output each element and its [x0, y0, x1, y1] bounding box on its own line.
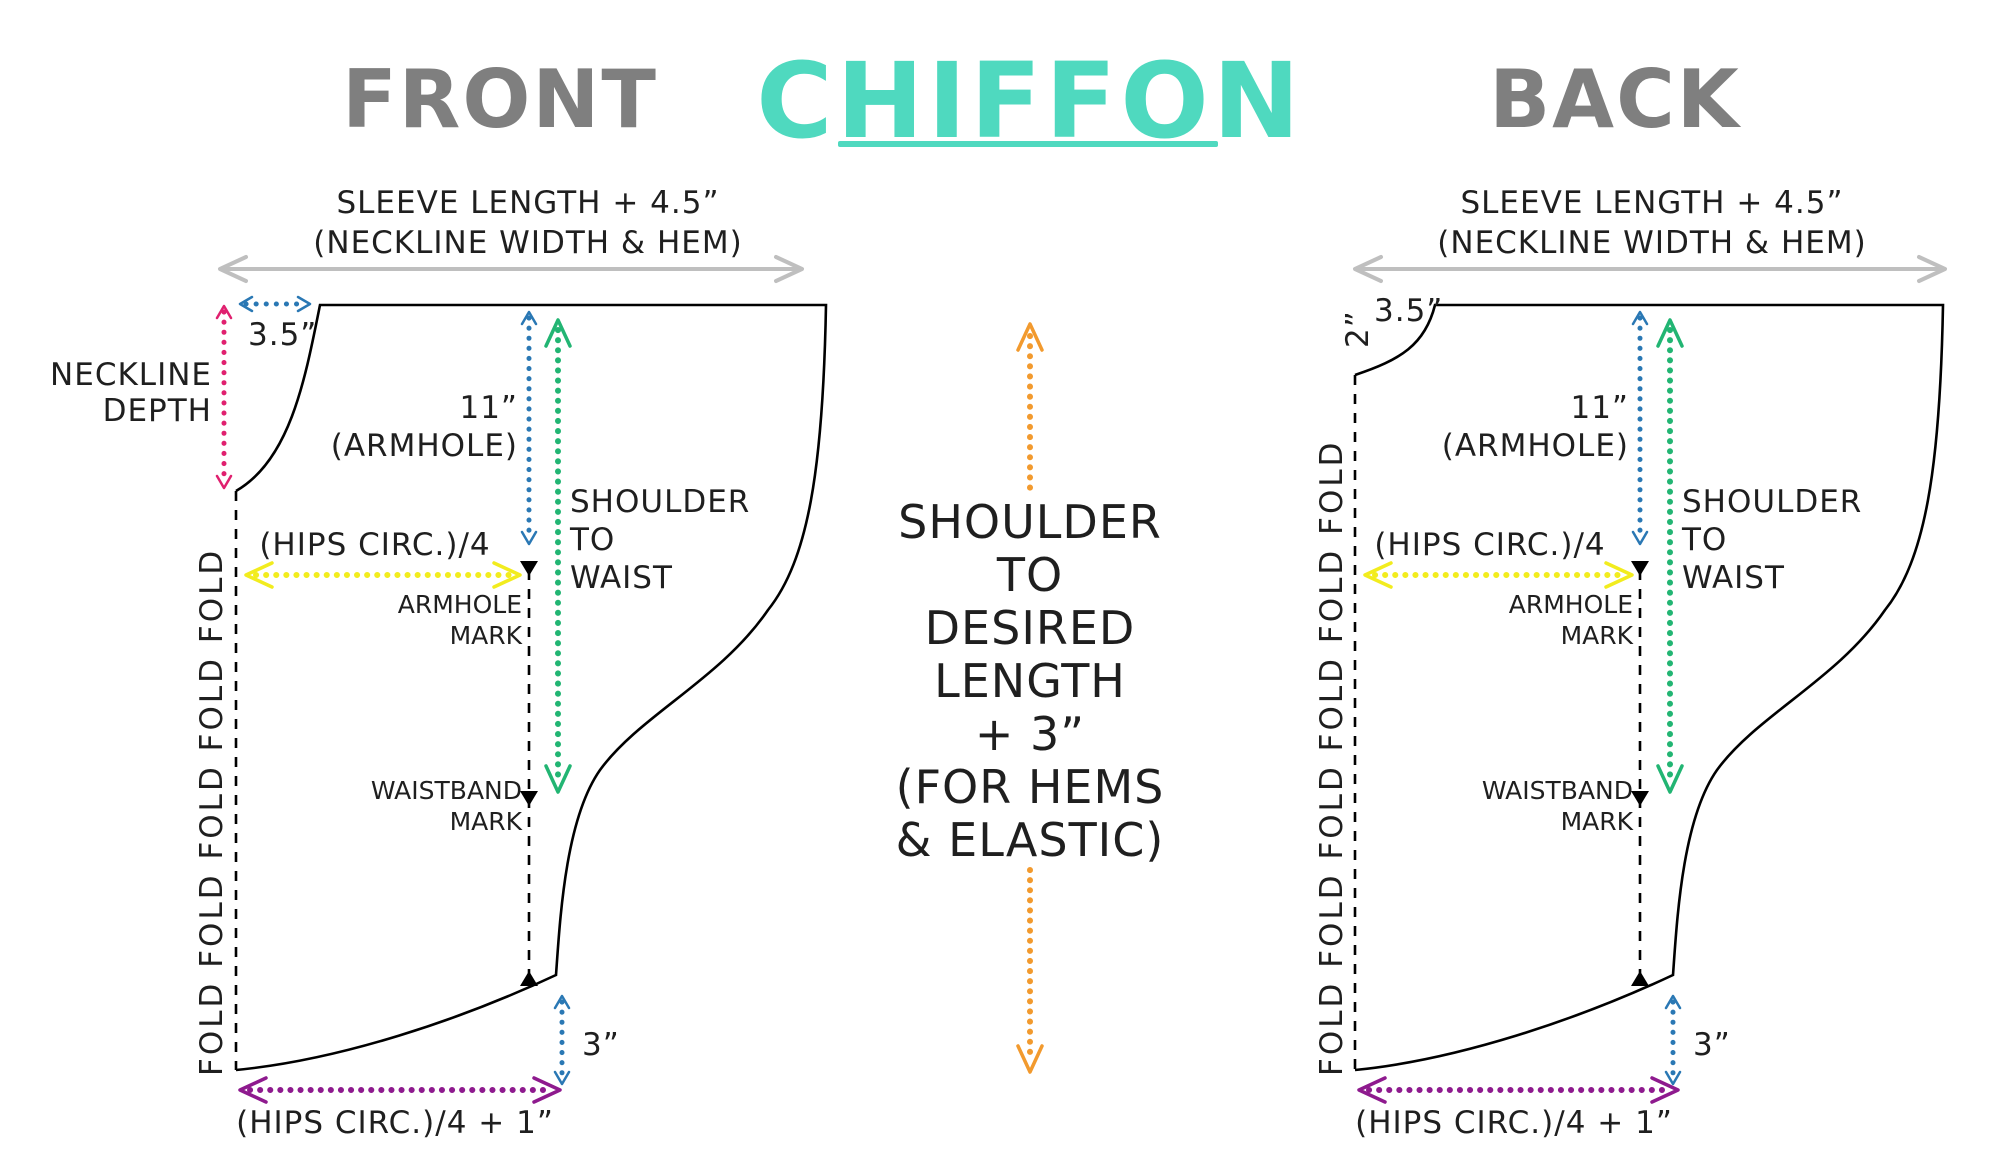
center-label-line4: LENGTH	[934, 654, 1126, 708]
back-hem-mark	[1631, 971, 1649, 986]
front-hem-mark	[520, 971, 538, 986]
center-bottom-arrow	[1016, 867, 1044, 1074]
front-neck-depth-label-line1: NECKLINE	[50, 357, 212, 393]
back-neck-width-label: 3.5”	[1374, 293, 1443, 329]
back-armhole-label-line2: (ARMHOLE)	[1442, 428, 1629, 464]
front-waistband-mark-label-line2: MARK	[450, 807, 523, 836]
front-hips-bottom-arrow	[238, 1076, 562, 1104]
back-shoulder-label-line3: WAIST	[1682, 560, 1785, 596]
back-waistband-mark	[1631, 791, 1649, 806]
front-armhole-label-line1: 11”	[459, 390, 518, 426]
back-piece: SLEEVE LENGTH + 4.5” (NECKLINE WIDTH & H…	[1314, 185, 1947, 1141]
center-label-line2: TO	[996, 548, 1063, 602]
front-piece: SLEEVE LENGTH + 4.5” (NECKLINE WIDTH & H…	[50, 185, 828, 1141]
back-hips-arrow	[1363, 561, 1634, 589]
back-outline	[1354, 303, 1945, 1072]
center-label-line7: & ELASTIC)	[896, 813, 1165, 867]
back-shoulder-waist-arrow	[1656, 318, 1684, 794]
front-fold-label: FOLD FOLD FOLD FOLD FOLD	[194, 548, 230, 1076]
front-armhole-mark-label-line2: MARK	[450, 621, 523, 650]
front-hem-arrow	[553, 994, 571, 1086]
front-armhole-mark	[520, 561, 538, 576]
back-hips-bottom-arrow	[1357, 1076, 1680, 1104]
back-header: BACK	[1489, 53, 1742, 146]
back-hem-arrow	[1664, 994, 1682, 1086]
front-hips-arrow	[244, 561, 522, 589]
back-armhole-mark	[1631, 561, 1649, 576]
center-top-arrow	[1016, 322, 1044, 493]
front-neck-depth-label-line2: DEPTH	[103, 393, 212, 429]
back-waistband-mark-label-line2: MARK	[1561, 807, 1634, 836]
front-armhole-label-line2: (ARMHOLE)	[331, 428, 518, 464]
back-hips-bottom-label: (HIPS CIRC.)/4 + 1”	[1355, 1105, 1673, 1141]
back-hips-label: (HIPS CIRC.)/4	[1374, 527, 1605, 563]
front-neck-width-label: 3.5”	[248, 317, 317, 353]
back-hem-label: 3”	[1693, 1027, 1731, 1063]
center-label-line6: (FOR HEMS	[896, 760, 1165, 814]
front-armhole-arrow	[520, 310, 538, 546]
back-sleeve-label-line1: SLEEVE LENGTH + 4.5”	[1460, 185, 1843, 221]
front-hem-label: 3”	[582, 1027, 620, 1063]
center-label-line3: DESIRED	[925, 601, 1136, 655]
back-armhole-mark-label-line2: MARK	[1561, 621, 1634, 650]
front-hips-label: (HIPS CIRC.)/4	[259, 527, 490, 563]
front-neck-depth-arrow	[215, 304, 233, 490]
front-sleeve-arrow	[218, 255, 804, 283]
center-label-line1: SHOULDER	[898, 495, 1162, 549]
front-shoulder-label-line3: WAIST	[570, 560, 673, 596]
back-armhole-arrow	[1631, 310, 1649, 546]
front-waistband-mark	[520, 791, 538, 806]
back-shoulder-label-line2: TO	[1681, 522, 1727, 558]
back-fold-label: FOLD FOLD FOLD FOLD FOLD FOLD	[1314, 439, 1350, 1076]
front-sleeve-label-line1: SLEEVE LENGTH + 4.5”	[336, 185, 719, 221]
back-armhole-mark-label-line1: ARMHOLE	[1509, 590, 1633, 619]
back-sleeve-label-line2: (NECKLINE WIDTH & HEM)	[1437, 225, 1866, 261]
center-label-line5: + 3”	[975, 707, 1085, 761]
front-sleeve-label-line2: (NECKLINE WIDTH & HEM)	[313, 225, 742, 261]
back-sleeve-arrow	[1353, 255, 1947, 283]
front-header: FRONT	[342, 53, 658, 146]
front-neck-width-arrow	[238, 295, 312, 313]
front-armhole-mark-label-line1: ARMHOLE	[398, 590, 522, 619]
back-neck-depth-label: 2”	[1340, 310, 1376, 348]
title-underline	[838, 141, 1218, 147]
front-shoulder-label-line1: SHOULDER	[570, 484, 750, 520]
front-shoulder-waist-arrow	[544, 318, 572, 794]
front-outline	[235, 303, 828, 1072]
center-length-note: SHOULDER TO DESIRED LENGTH + 3” (FOR HEM…	[896, 322, 1165, 1074]
front-shoulder-label-line2: TO	[569, 522, 615, 558]
front-hips-bottom-label: (HIPS CIRC.)/4 + 1”	[236, 1105, 554, 1141]
back-waistband-mark-label-line1: WAISTBAND	[1482, 776, 1633, 805]
back-shoulder-label-line1: SHOULDER	[1682, 484, 1862, 520]
front-waistband-mark-label-line1: WAISTBAND	[371, 776, 522, 805]
back-armhole-label-line1: 11”	[1570, 390, 1629, 426]
